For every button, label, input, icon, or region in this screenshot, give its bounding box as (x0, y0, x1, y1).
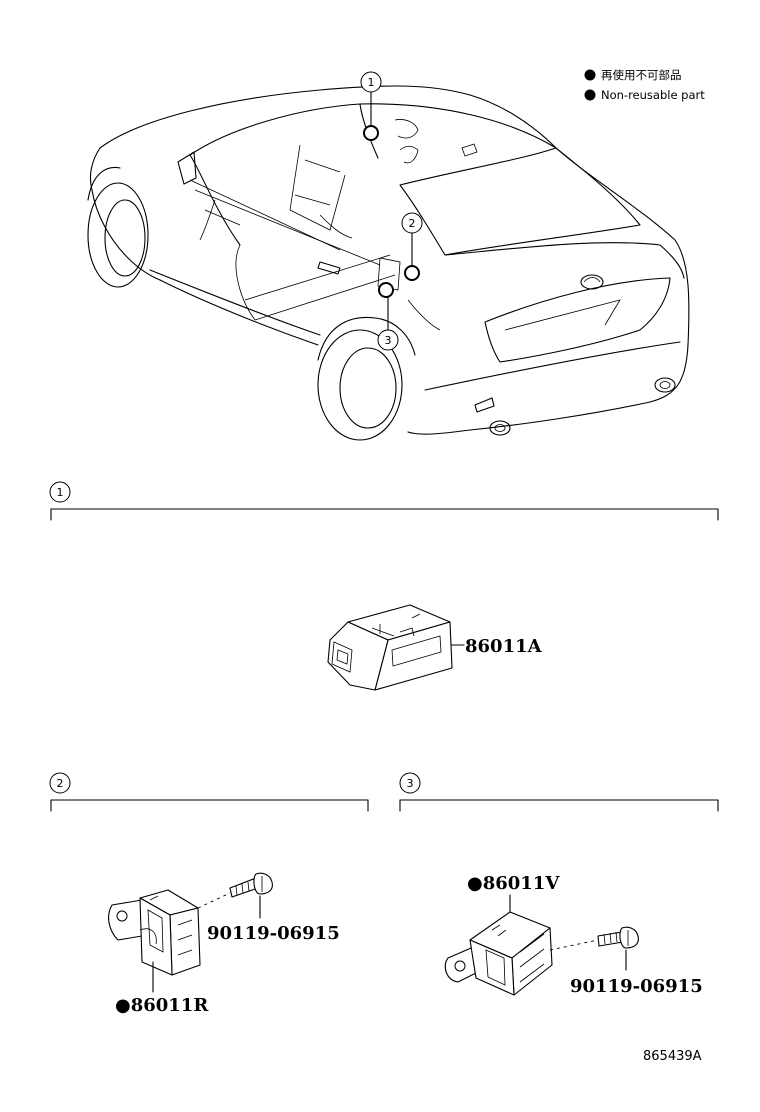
svg-text:3: 3 (407, 777, 414, 790)
part-86011a-illustration (327, 604, 453, 691)
svg-text:●86011V: ●86011V (467, 873, 560, 894)
location-marker-icon (404, 265, 420, 281)
section-1-header: 1 (49, 481, 719, 521)
svg-text:90119-06915: 90119-06915 (570, 976, 703, 997)
part-86011r-illustration (108, 889, 201, 976)
non-reusable-dot-icon (584, 89, 596, 101)
figure-code: 865439A (643, 1049, 702, 1064)
bolt-90119-06915-left (229, 872, 273, 898)
callout-1[interactable]: 1 (360, 71, 382, 141)
svg-text:3: 3 (385, 334, 392, 347)
legend-english: Non-reusable part (601, 88, 705, 102)
location-marker-icon (378, 282, 394, 298)
svg-text:1: 1 (368, 76, 375, 89)
vehicle-illustration (87, 85, 690, 441)
section-3-header: 3 (399, 772, 719, 812)
legend: 再使用不可部品 Non-reusable part (584, 68, 705, 102)
svg-text:86011A: 86011A (465, 636, 543, 657)
part-label-90119-06915-right[interactable]: 90119-06915 (570, 949, 703, 997)
legend-japanese: 再使用不可部品 (601, 68, 682, 82)
part-label-86011v[interactable]: ●86011V (467, 873, 560, 913)
part-label-86011a[interactable]: 86011A (451, 636, 543, 657)
callout-3[interactable]: 3 (377, 282, 399, 351)
svg-text:2: 2 (409, 217, 416, 230)
svg-text:●86011R: ●86011R (115, 995, 209, 1016)
svg-text:90119-06915: 90119-06915 (207, 923, 340, 944)
part-86011v-illustration (444, 911, 553, 996)
part-label-86011r[interactable]: ●86011R (115, 961, 209, 1016)
section-2-header: 2 (49, 772, 369, 812)
callout-2[interactable]: 2 (401, 212, 423, 281)
non-reusable-dot-icon (584, 69, 596, 81)
part-label-90119-06915-left[interactable]: 90119-06915 (207, 895, 340, 944)
svg-text:1: 1 (57, 486, 64, 499)
svg-text:2: 2 (57, 777, 64, 790)
location-marker-icon (363, 125, 379, 141)
bolt-90119-06915-right (597, 926, 639, 949)
